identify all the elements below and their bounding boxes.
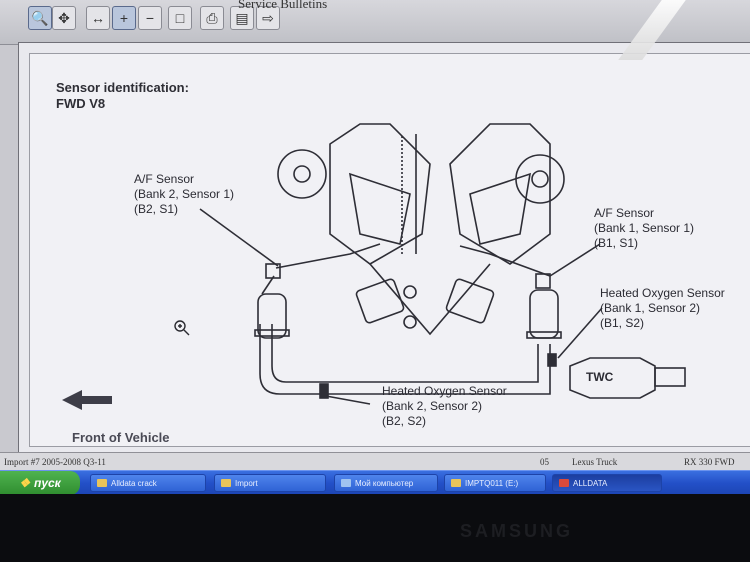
zoom-page-icon[interactable]: □: [168, 6, 192, 30]
status-model: RX 330 FWD: [684, 457, 735, 467]
start-label: пуск: [34, 476, 61, 490]
export-icon[interactable]: ⇨: [256, 6, 280, 30]
start-button[interactable]: ❖ пуск: [0, 471, 80, 495]
label-af-bank2-sensor1: A/F Sensor (Bank 2, Sensor 1) (B2, S1): [134, 172, 235, 216]
document-title: Service Bulletins: [238, 0, 328, 11]
label-ho2-bank1-sensor2: Heated Oxygen Sensor (Bank 1, Sensor 2) …: [600, 286, 725, 330]
diagram-heading: Sensor identification: FWD V8: [56, 80, 189, 112]
folder-icon: [221, 479, 231, 487]
taskbar-item-my-computer[interactable]: Мой компьютер: [334, 474, 438, 492]
taskbar-item-drive-e[interactable]: IMPTQ011 (E:): [444, 474, 546, 492]
zoom-cursor-icon: [174, 320, 190, 336]
windows-logo-icon: ❖: [19, 476, 30, 490]
front-of-vehicle-label: Front of Vehicle: [72, 430, 170, 445]
heading-line-1: Sensor identification:: [56, 80, 189, 95]
document-frame: Sensor identification: FWD V8: [18, 42, 750, 454]
document-page: Sensor identification: FWD V8: [29, 53, 750, 447]
status-import: Import #7 2005-2008 Q3-11: [4, 457, 106, 467]
folder-icon: [97, 479, 107, 487]
folder-icon: [451, 479, 461, 487]
taskbar-item-alldata[interactable]: ALLDATA: [552, 474, 662, 492]
app-icon: [559, 479, 569, 487]
status-make: Lexus Truck: [572, 457, 618, 467]
monitor-brand: SAMSUNG: [460, 521, 574, 541]
screen: 🔍 ✥ ↔ + − □ ⎙ ▤ ⇨ Service Bulletins Sens…: [0, 0, 750, 500]
print-icon[interactable]: ⎙: [200, 6, 224, 30]
label-af-bank1-sensor1: A/F Sensor (Bank 1, Sensor 1) (B1, S1): [594, 206, 695, 250]
status-year: 05: [540, 457, 549, 467]
computer-icon: [341, 479, 351, 487]
zoom-icon[interactable]: 🔍: [28, 6, 52, 30]
heading-line-2: FWD V8: [56, 96, 106, 111]
fit-width-icon[interactable]: ↔: [86, 6, 110, 30]
front-arrow-icon: [62, 390, 112, 410]
zoom-in-icon[interactable]: +: [112, 6, 136, 30]
label-twc: TWC: [586, 370, 614, 384]
monitor-bezel: [0, 494, 750, 562]
save-icon[interactable]: ▤: [230, 6, 254, 30]
taskbar: ❖ пуск Alldata crack Import Мой компьюте…: [0, 470, 750, 495]
status-bar: Import #7 2005-2008 Q3-11 05 Lexus Truck…: [0, 452, 750, 471]
move-icon[interactable]: ✥: [52, 6, 76, 30]
zoom-out-icon[interactable]: −: [138, 6, 162, 30]
label-ho2-bank2-sensor2: Heated Oxygen Sensor (Bank 2, Sensor 2) …: [382, 384, 507, 428]
taskbar-item-import[interactable]: Import: [214, 474, 326, 492]
engine-diagram: [62, 123, 686, 410]
toolbar: 🔍 ✥ ↔ + − □ ⎙ ▤ ⇨ Service Bulletins: [0, 0, 750, 45]
taskbar-item-alldata-crack[interactable]: Alldata crack: [90, 474, 206, 492]
